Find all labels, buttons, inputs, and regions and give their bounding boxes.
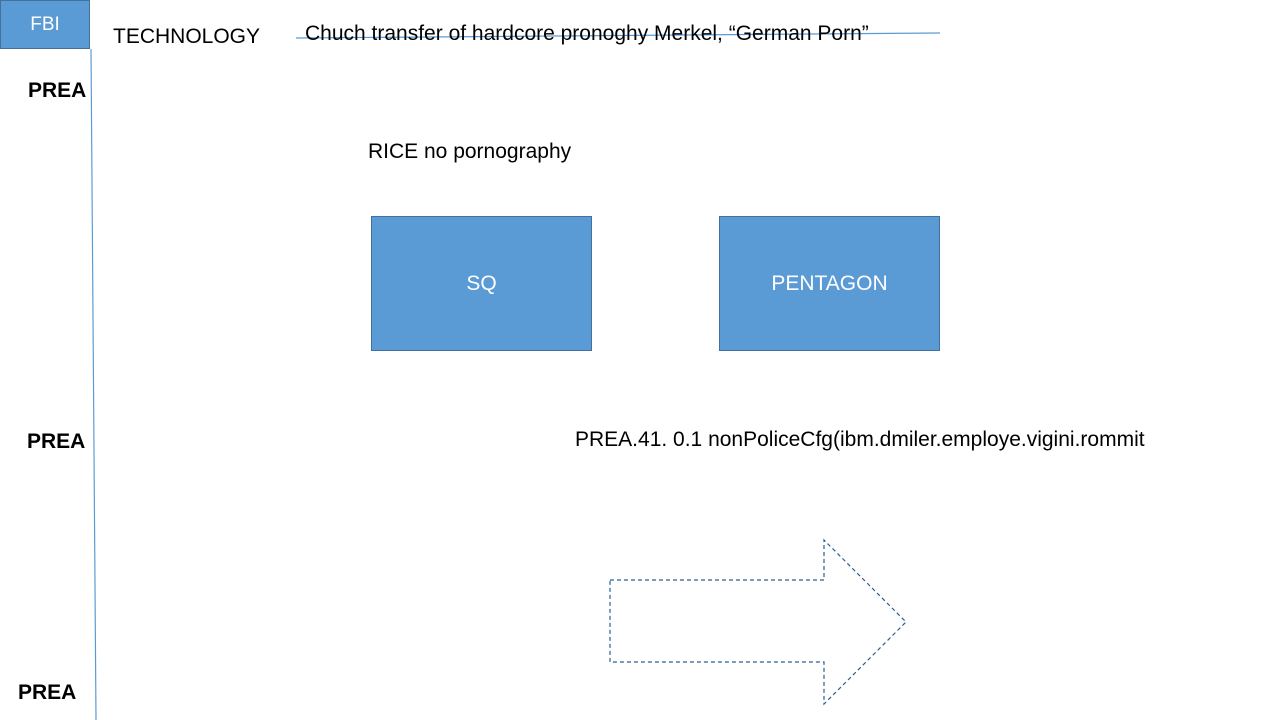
sq-box-label: SQ [466, 271, 497, 295]
code-line: PREA.41. 0.1 nonPoliceCfg(ibm.dmiler.emp… [575, 428, 1145, 451]
prea-label-top: PREA [28, 79, 87, 102]
fbi-label: FBI [30, 13, 60, 35]
vertical-divider [90, 48, 97, 720]
pentagon-box: PENTAGON [719, 216, 940, 351]
headline-text: Chuch transfer of hardcore pronoghy Merk… [305, 22, 869, 45]
right-arrow-shape [609, 538, 907, 706]
pentagon-box-label: PENTAGON [771, 271, 888, 295]
sq-box: SQ [371, 216, 592, 351]
technology-label: TECHNOLOGY [113, 25, 261, 48]
prea-label-bottom: PREA [18, 681, 77, 704]
rice-note: RICE no pornography [368, 140, 572, 163]
fbi-box: FBI [0, 0, 90, 49]
headline-line [295, 32, 941, 39]
prea-label-middle: PREA [27, 430, 86, 453]
